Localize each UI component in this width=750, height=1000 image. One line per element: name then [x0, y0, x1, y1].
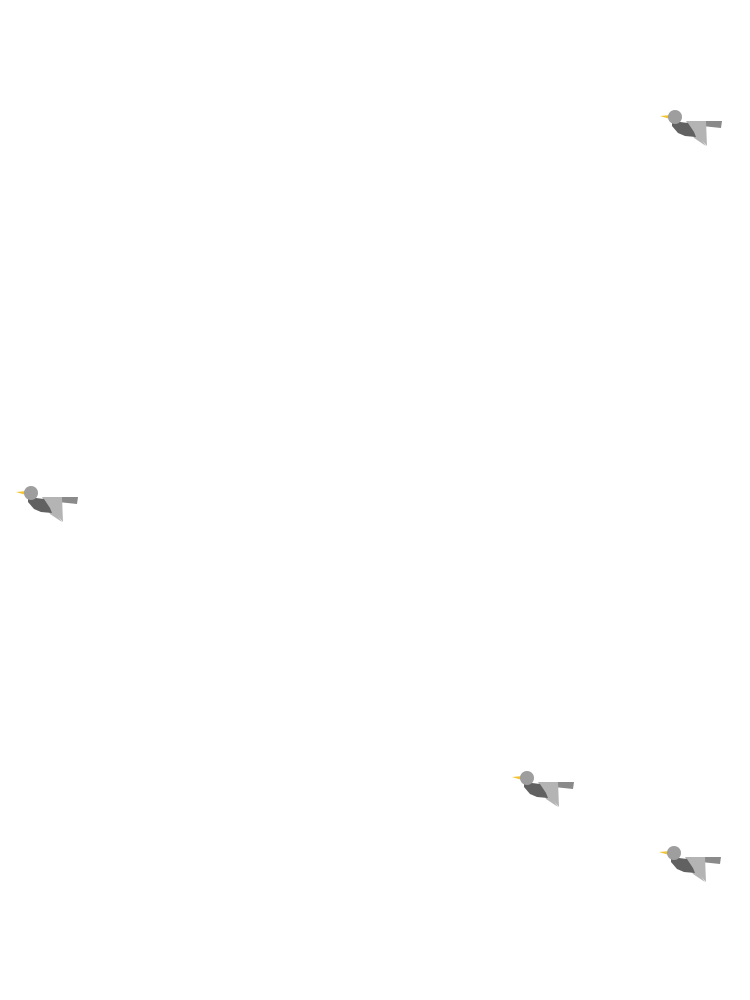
bird-sprite[interactable] [657, 844, 723, 884]
bird-sprite[interactable] [14, 484, 80, 524]
flying-bird-icon [16, 486, 78, 522]
flying-bird-icon [512, 771, 574, 807]
flying-bird-icon [659, 846, 721, 882]
bird-sprite[interactable] [658, 108, 724, 148]
flying-bird-icon [660, 110, 722, 146]
bird-sprite[interactable] [510, 769, 576, 809]
